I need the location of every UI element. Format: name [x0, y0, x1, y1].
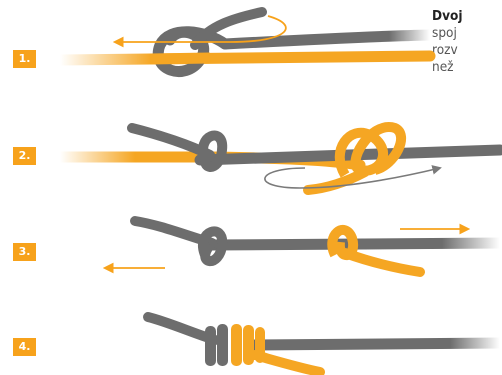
orange-wrap — [255, 327, 265, 363]
orange-rope — [60, 56, 430, 60]
step-2-illustration — [60, 127, 500, 190]
step-3-illustration — [60, 221, 500, 272]
step-4-illustration — [60, 317, 500, 372]
gray-tail — [148, 317, 215, 340]
orange-tail — [345, 253, 420, 272]
gray-wrap — [217, 324, 228, 366]
gray-rope — [200, 150, 500, 160]
step-1-illustration — [60, 12, 430, 72]
gray-wrap — [158, 32, 225, 72]
gray-wrap — [205, 326, 216, 366]
gray-rope — [250, 343, 500, 345]
orange-rope-front — [150, 58, 210, 59]
orange-wrap — [231, 324, 242, 366]
gray-rope — [225, 35, 430, 44]
orange-wrap — [243, 325, 254, 365]
